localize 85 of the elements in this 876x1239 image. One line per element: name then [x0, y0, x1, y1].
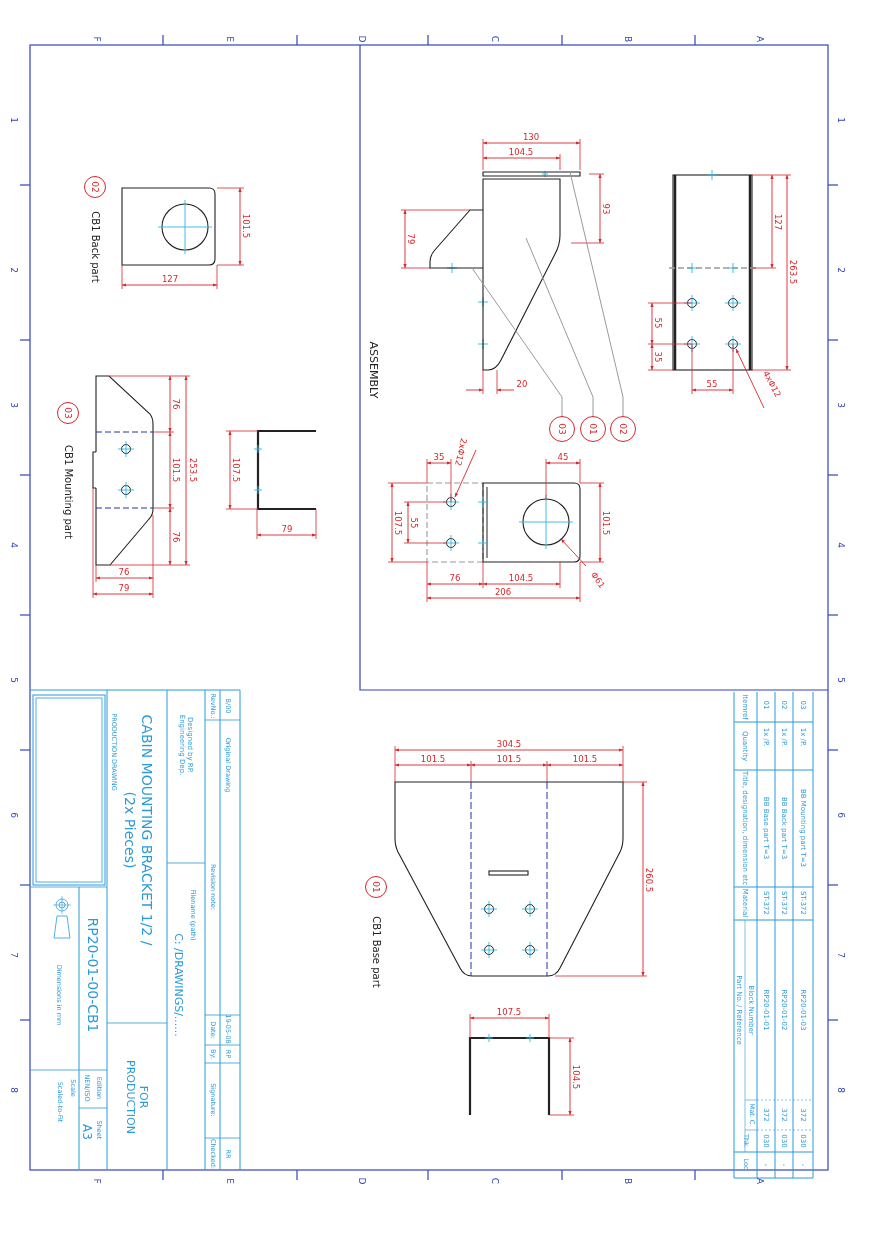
dimension-value: 76 [449, 572, 461, 584]
grid-reference: 1 [8, 117, 20, 123]
dimension-value: 107.5 [496, 1006, 522, 1018]
dimension-value: 206 [494, 586, 512, 598]
dimension-value: 107.5 [230, 457, 242, 483]
callout-balloon: 02 [610, 416, 636, 442]
grid-reference: E [224, 1178, 236, 1184]
title-block-text: A3 [79, 1124, 95, 1140]
callout-balloon: 01 [365, 876, 387, 898]
dimension-value: 20 [516, 378, 528, 390]
dimension-value: 127 [161, 273, 179, 285]
callout-balloon: 03 [549, 416, 575, 442]
base-plate [482, 178, 561, 371]
callout-balloon: 01 [580, 416, 606, 442]
grid-reference: 3 [8, 402, 20, 408]
callout-balloon: 03 [57, 402, 79, 424]
grid-reference: D [356, 1177, 368, 1185]
dimension-value: 79 [281, 523, 293, 535]
grid-reference: F [91, 36, 103, 42]
grid-reference: E [224, 36, 236, 42]
grid-reference: A [754, 1177, 766, 1185]
grid-reference: 7 [8, 952, 20, 958]
grid-reference: 3 [835, 402, 847, 408]
dimension-value: 101.5 [496, 753, 522, 765]
dimension-value: 79 [118, 582, 130, 594]
dimension-value: 55 [408, 517, 420, 529]
grid-reference: 6 [835, 812, 847, 818]
dimension-value: 101.5 [240, 213, 252, 239]
grid-reference: 8 [8, 1087, 20, 1093]
grid-reference: A [754, 35, 766, 43]
dimension-value: 55 [706, 378, 718, 390]
dimension-value: 76 [118, 566, 130, 578]
dimension-value: 2xΦ12 [452, 437, 470, 467]
grid-reference: 5 [8, 677, 20, 683]
grid-reference: F [91, 1178, 103, 1184]
dimension-value: 101.5 [170, 457, 182, 483]
title-block-text: C: /DRAWINGS/...... [171, 933, 185, 1037]
dimension-value: 101.5 [600, 510, 612, 536]
dimension-value: 55 [652, 317, 664, 329]
grid-reference: 6 [8, 812, 20, 818]
dimension-value: 76 [170, 531, 182, 543]
dimension-value: 101.5 [420, 753, 446, 765]
dimension-value: 76 [170, 398, 182, 410]
drawing-title: CABIN MOUNTING BRACKET 1/2 / (2x Pieces) [121, 713, 155, 948]
dimension-value: 45 [557, 451, 569, 463]
dimension-value: 304.5 [496, 738, 522, 750]
title-block-text: FOR PRODUCTION [123, 1059, 151, 1136]
dimension-value: 130 [522, 131, 540, 143]
grid-reference: C [489, 1177, 501, 1185]
dimension-value: 253.5 [187, 457, 199, 483]
grid-reference: B [622, 1177, 634, 1185]
callout-balloon: 02 [84, 176, 106, 198]
grid-reference: 4 [835, 542, 847, 548]
dimension-value: 79 [405, 233, 417, 245]
dimension-value: 127 [772, 213, 784, 231]
grid-reference: 8 [835, 1087, 847, 1093]
dimension-value: 107.5 [392, 510, 404, 536]
drawing-number: RP20-01-00-CB1 [84, 917, 102, 1033]
leader-line [569, 171, 624, 417]
dimension-value: 101.5 [572, 753, 598, 765]
grid-reference: 2 [8, 267, 20, 273]
part-caption: CB1 Mounting part [62, 445, 74, 539]
dimension-value: 260.5 [643, 867, 655, 893]
dimension-value: 263.5 [787, 259, 799, 285]
dimension-value: 93 [600, 203, 612, 215]
leader-line [525, 237, 594, 417]
dimension-value: 35 [652, 351, 664, 363]
dimension-value: 104.5 [508, 572, 534, 584]
part-caption: CB1 Base part [370, 916, 382, 988]
leader-line [471, 267, 563, 417]
dimension-value: 35 [433, 451, 445, 463]
grid-reference: B [622, 35, 634, 43]
part-caption: CB1 Back part [89, 211, 101, 283]
mounting-flange [429, 209, 484, 269]
grid-reference: 5 [835, 677, 847, 683]
dimension-value: 104.5 [570, 1064, 582, 1090]
grid-reference: 2 [835, 267, 847, 273]
grid-reference: 1 [835, 117, 847, 123]
dimension-value: 104.5 [508, 146, 534, 158]
grid-reference: 7 [835, 952, 847, 958]
grid-reference: D [356, 35, 368, 43]
grid-reference: 4 [8, 542, 20, 548]
view-title: ASSEMBLY [366, 341, 380, 399]
grid-reference: C [489, 35, 501, 43]
back-plate [482, 171, 581, 177]
